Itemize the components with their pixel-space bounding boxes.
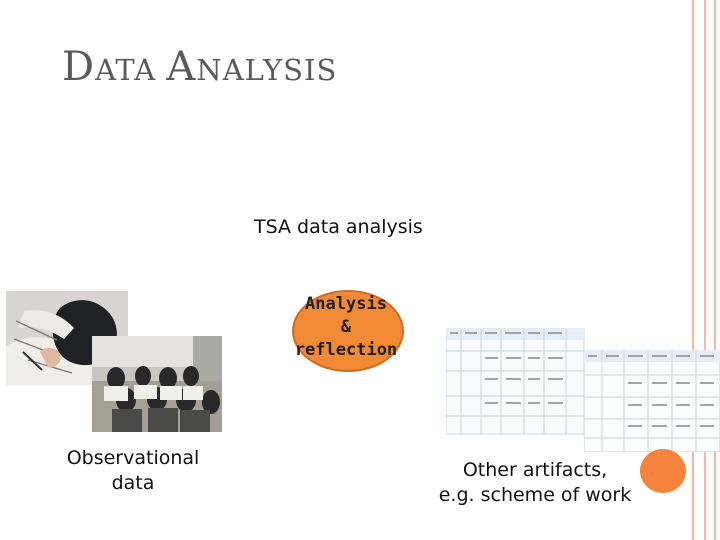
title-rest-analysis: NALYSIS — [196, 53, 338, 87]
title-rest-data: ATA — [95, 53, 167, 87]
center-line-reflection: reflection — [294, 340, 398, 360]
scheme-of-work-line: e.g. scheme of work — [438, 484, 632, 506]
classroom-photo — [92, 336, 222, 432]
title-initial-d: D — [62, 44, 96, 90]
scheme-of-work-document-2 — [583, 349, 720, 453]
slide-border-rail — [686, 0, 720, 540]
center-line-analysis: Analysis — [305, 294, 387, 314]
observational-line: Observational — [66, 447, 200, 469]
scheme-of-work-document-1 — [445, 326, 586, 438]
analysis-reflection-oval — [292, 290, 404, 372]
tsa-data-analysis-label: TSA data analysis — [254, 216, 423, 238]
center-line-ampersand: & — [340, 317, 352, 337]
title-initial-a: A — [166, 44, 197, 90]
other-artifacts-label: Other artifacts, e.g. scheme of work — [430, 458, 640, 508]
observational-data-label: Observational data — [58, 446, 208, 496]
slide-title: DATA ANALYSIS — [62, 44, 337, 90]
other-artifacts-line: Other artifacts, — [462, 459, 608, 481]
data-line: data — [111, 472, 155, 494]
orange-accent-circle — [640, 449, 686, 493]
analysis-reflection-text: Analysis & reflection — [286, 293, 406, 362]
